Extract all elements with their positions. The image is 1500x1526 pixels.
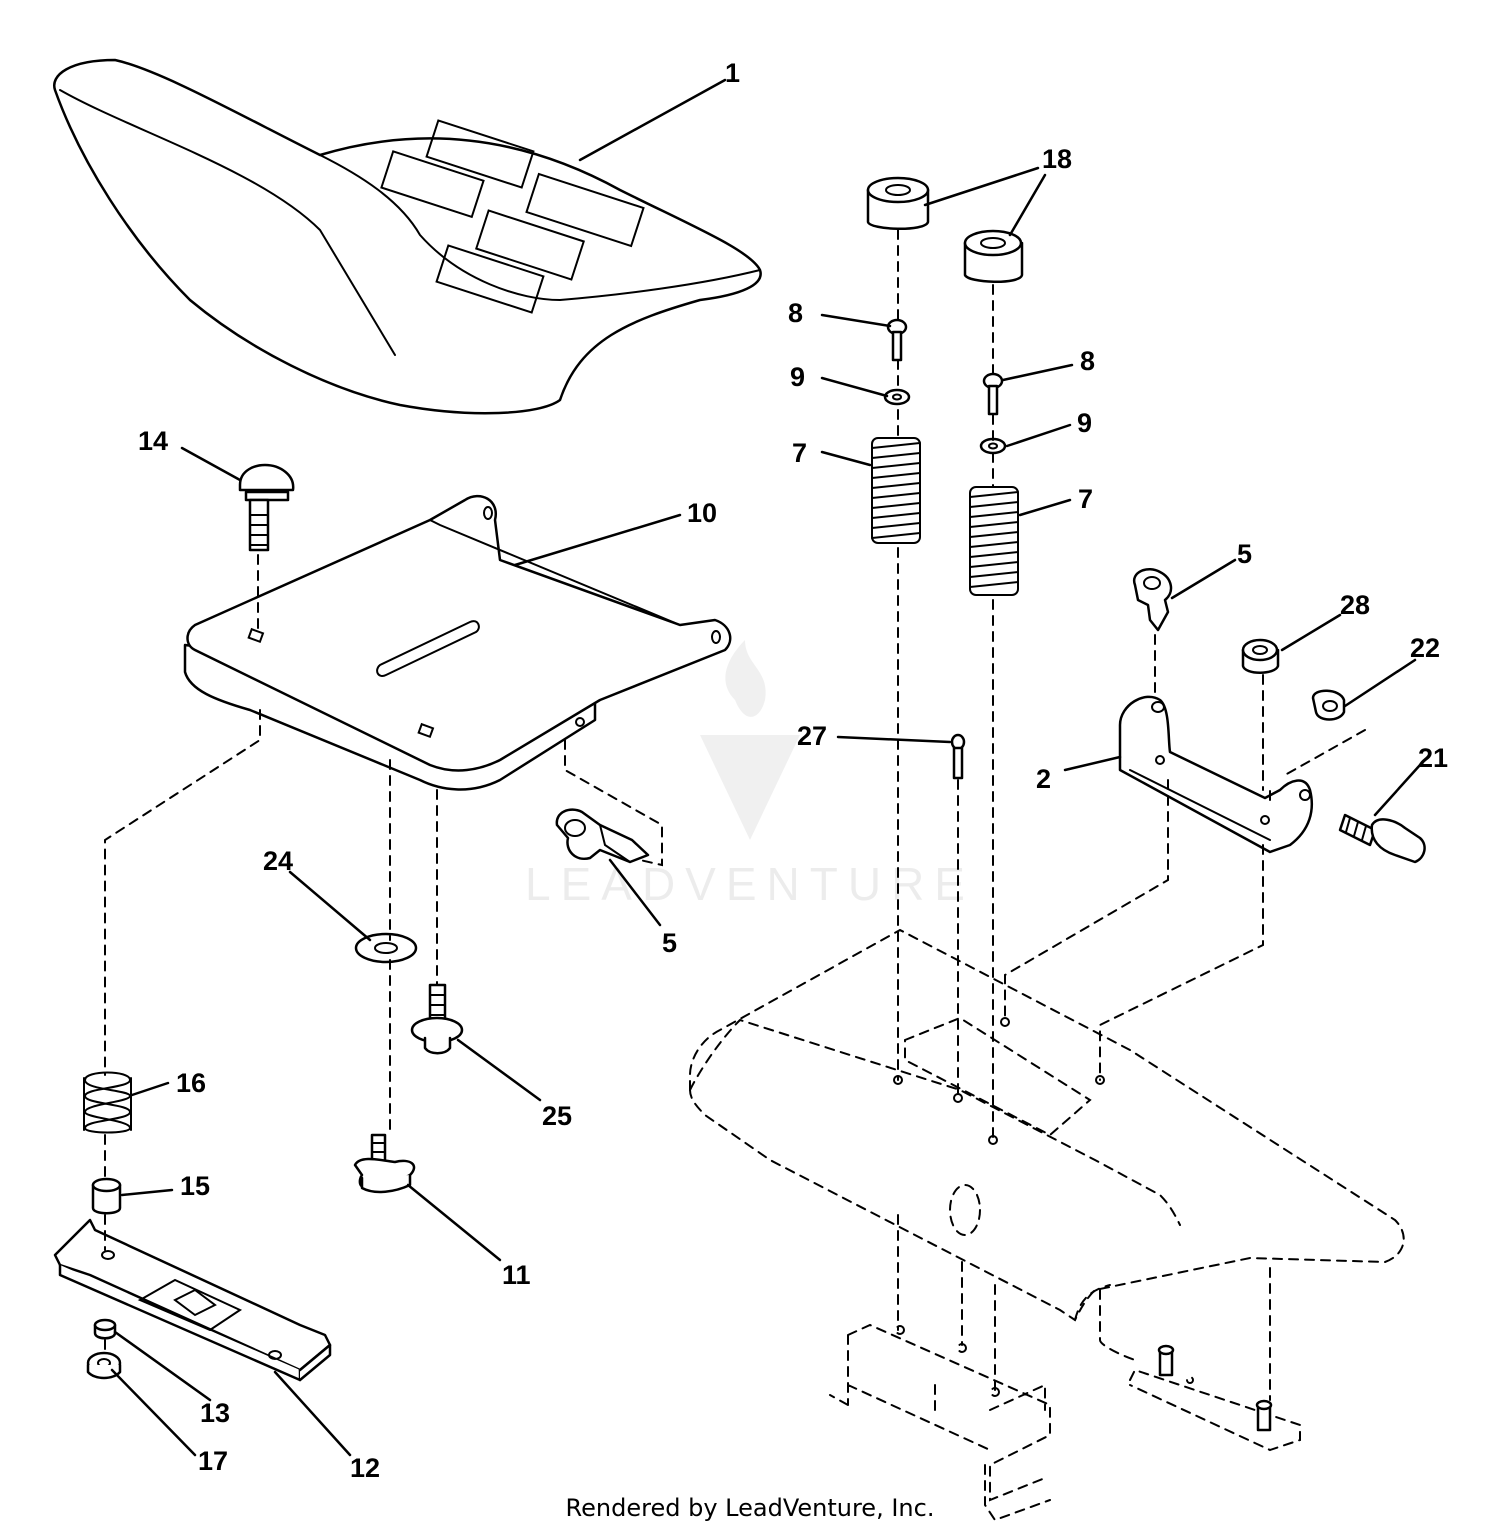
callout-12: 12 — [350, 1453, 380, 1483]
part-15-spacer — [91, 1177, 122, 1215]
leadventure-watermark: LEADVENTURE — [525, 640, 975, 910]
callout-25: 25 — [542, 1101, 572, 1131]
callout-28: 28 — [1340, 590, 1370, 620]
part-27-pin — [950, 733, 966, 780]
callout-5-left: 5 — [662, 928, 677, 958]
leader-lines — [110, 78, 1422, 1457]
part-7-spring-right — [969, 486, 1019, 596]
part-18-bumper-left — [866, 176, 930, 230]
callout-14: 14 — [138, 426, 168, 456]
part-11-knob — [353, 1133, 416, 1194]
part-5-clip-right — [1132, 568, 1173, 632]
callout-13: 13 — [200, 1398, 230, 1428]
callout-11: 11 — [502, 1260, 531, 1290]
assembly-lines — [104, 229, 1366, 1401]
callout-2: 2 — [1036, 764, 1051, 794]
part-9-washer-right — [979, 437, 1007, 455]
callout-24: 24 — [263, 846, 293, 876]
part-13-nut — [93, 1318, 117, 1340]
callout-5-right: 5 — [1237, 539, 1252, 569]
callout-labels: 1 18 8 8 9 9 7 7 14 10 5 28 22 27 2 21 2… — [138, 58, 1448, 1483]
callout-9-left: 9 — [790, 362, 805, 392]
callout-9-right: 9 — [1077, 408, 1092, 438]
callout-7-right: 7 — [1078, 484, 1093, 514]
callout-8-right: 8 — [1080, 346, 1095, 376]
callout-21: 21 — [1418, 743, 1448, 773]
part-21-shoulder-bolt — [1338, 813, 1426, 864]
part-5-clip-left — [555, 808, 650, 864]
part-8-screw-right — [982, 372, 1004, 416]
callout-8-left: 8 — [788, 298, 803, 328]
part-28-nut — [1241, 638, 1280, 674]
callout-27: 27 — [797, 721, 827, 751]
watermark-flame-logo — [700, 640, 800, 840]
callout-7-left: 7 — [792, 438, 807, 468]
part-16-spring — [83, 1071, 132, 1134]
part-17-flange-nut — [86, 1351, 122, 1380]
callout-15: 15 — [180, 1171, 210, 1201]
part-10-seat-pan — [183, 494, 732, 791]
watermark-text: LEADVENTURE — [525, 858, 975, 910]
part-22-nut — [1311, 689, 1346, 721]
part-25-shoulder-bolt — [410, 983, 464, 1055]
footer-credit: Rendered by LeadVenture, Inc. — [566, 1494, 935, 1522]
part-7-spring-left — [871, 437, 921, 544]
part-9-washer-left — [883, 388, 911, 406]
callout-16: 16 — [176, 1068, 206, 1098]
callout-10: 10 — [687, 498, 717, 528]
callout-22: 22 — [1410, 633, 1440, 663]
part-1-seat — [53, 58, 762, 415]
callout-18: 18 — [1042, 144, 1072, 174]
part-24-washer — [354, 932, 418, 964]
part-14-carriage-bolt — [238, 463, 295, 552]
tractor-frame-dashed — [689, 928, 1405, 1522]
callout-1: 1 — [725, 58, 740, 88]
part-12-bracket-plate — [53, 1218, 332, 1382]
callout-17: 17 — [198, 1446, 228, 1476]
part-2-pivot-bracket — [1118, 695, 1314, 854]
part-18-bumper-right — [963, 229, 1024, 283]
